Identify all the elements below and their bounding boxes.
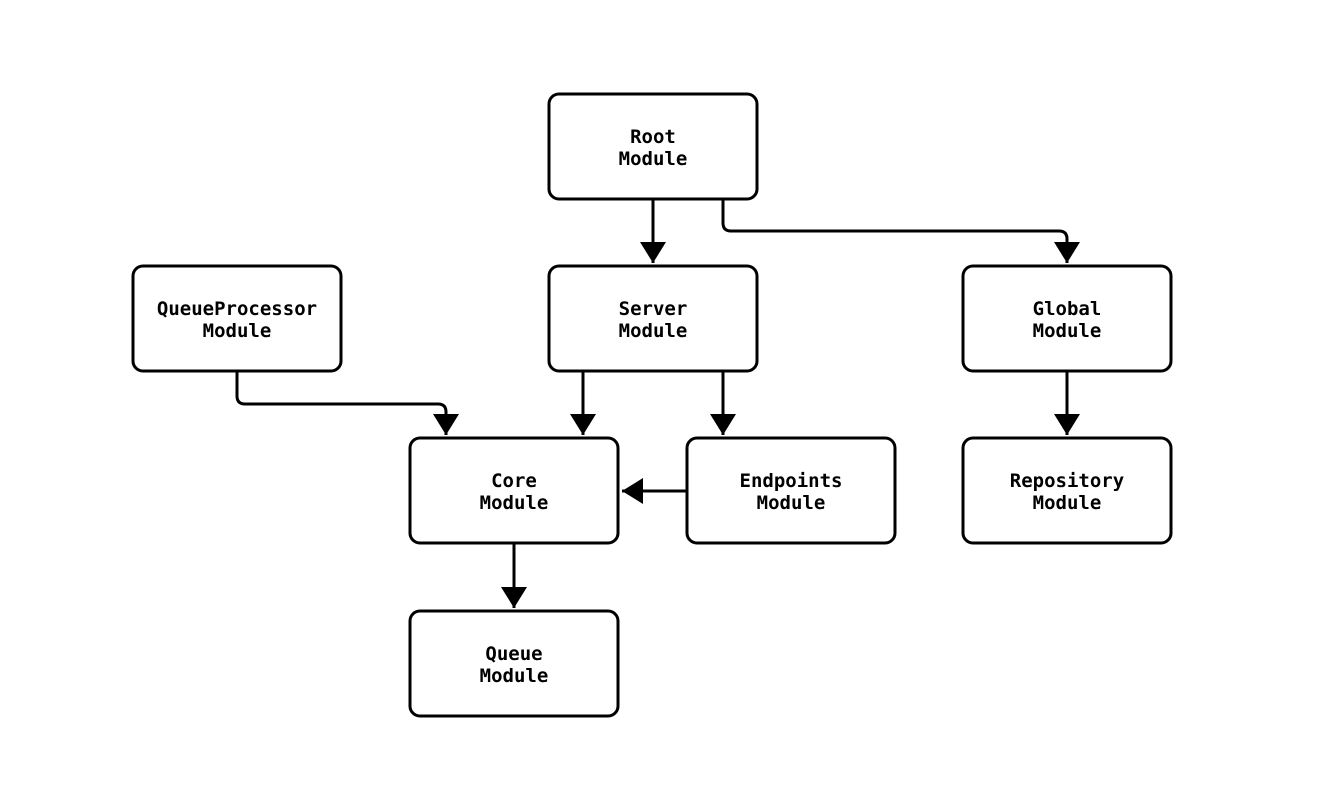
node-root-module: Root Module [547,92,759,201]
node-root-module-label-line1: Root [630,126,676,148]
node-core-module-label-line1: Core [491,470,537,492]
node-queue-module-box [408,609,620,718]
node-repository-module-box [961,436,1173,545]
node-repository-module-label-line1: Repository [1010,470,1124,492]
node-core-module: Core Module [408,436,620,545]
node-core-module-label-line2: Module [480,492,549,514]
node-endpoints-module: Endpoints Module [685,436,897,545]
node-queueprocessor-module-label-line2: Module [203,320,272,342]
edge-root-module-to-global-module [721,199,1080,263]
node-server-module-label-line2: Module [619,320,688,342]
node-queueprocessor-module-label-line1: QueueProcessor [157,298,317,320]
node-endpoints-module-label-line2: Module [757,492,826,514]
node-global-module-box [961,264,1173,373]
node-queue-module: Queue Module [408,609,620,718]
node-server-module-box [547,264,759,373]
node-repository-module-label-line2: Module [1033,492,1102,514]
node-server-module: Server Module [547,264,759,373]
node-queueprocessor-module: QueueProcessor Module [131,264,343,373]
node-server-module-label-line1: Server [619,298,688,320]
edge-queueprocessor-module-to-core-module [235,371,459,435]
node-queueprocessor-module-box [131,264,343,373]
node-repository-module: Repository Module [961,436,1173,545]
node-global-module-label-line1: Global [1033,298,1102,320]
node-root-module-label-line2: Module [619,148,688,170]
node-core-module-box [408,436,620,545]
node-queue-module-label-line2: Module [480,665,549,687]
node-global-module: Global Module [961,264,1173,373]
node-root-module-box [547,92,759,201]
node-queue-module-label-line1: Queue [485,643,542,665]
node-endpoints-module-label-line1: Endpoints [740,470,843,492]
node-endpoints-module-box [685,436,897,545]
node-global-module-label-line2: Module [1033,320,1102,342]
